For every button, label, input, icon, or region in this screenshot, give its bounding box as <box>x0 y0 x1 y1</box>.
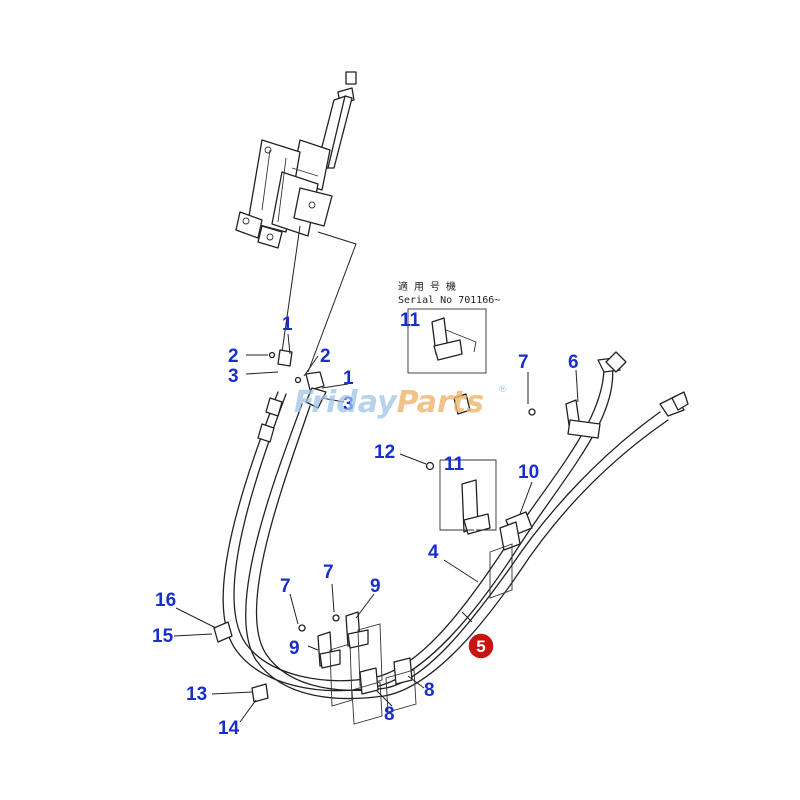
callout-4: 4 <box>428 542 439 563</box>
callout-1-upper: 1 <box>282 314 293 335</box>
callout-5-highlight: 5 <box>476 637 485 656</box>
watermark-registered-mark: ® <box>498 385 507 395</box>
upper-fittings <box>268 349 327 409</box>
item-11-box <box>439 459 497 531</box>
lower-fittings <box>213 621 269 703</box>
callout-12: 12 <box>374 442 395 463</box>
callout-3-left: 3 <box>228 366 239 387</box>
callout-15: 15 <box>152 626 174 647</box>
callout-13: 13 <box>186 684 207 705</box>
callout-8-right: 8 <box>424 680 435 701</box>
callout-9-left: 9 <box>289 638 300 659</box>
callout-14: 14 <box>218 718 240 739</box>
callout-2-left: 2 <box>228 346 239 367</box>
lower-brackets-item-9 <box>298 611 383 707</box>
callout-2-right: 2 <box>320 346 331 367</box>
leader-lines <box>173 333 579 723</box>
control-valve-assembly <box>235 71 357 249</box>
watermark-part2: Parts <box>397 385 484 420</box>
callout-7-left: 7 <box>280 576 291 597</box>
callout-6: 6 <box>568 352 579 373</box>
watermark-logo: FridayParts ® <box>294 385 507 420</box>
highlight-circle <box>467 632 495 660</box>
center-small-clip <box>453 393 471 415</box>
bracket-item-6 <box>528 399 601 439</box>
watermark-part1: Friday <box>294 385 398 420</box>
callout-11-lower: 11 <box>444 454 465 475</box>
inset-frame <box>407 308 487 374</box>
callout-16: 16 <box>155 590 176 611</box>
watermark-text: FridayParts <box>294 385 484 420</box>
callout-1-right: 1 <box>343 368 354 389</box>
callout-numbers: 1 2 3 2 1 3 4 6 7 7 7 8 8 9 9 10 11 11 1… <box>152 310 579 739</box>
callout-9-right: 9 <box>370 576 381 597</box>
callout-10: 10 <box>518 462 539 483</box>
serial-label-number: Serial No 701166~ <box>398 295 500 306</box>
callout-3-right: 3 <box>343 394 354 415</box>
serial-inset: 適 用 号 機 Serial No 701166~ <box>398 280 500 374</box>
clamp-item-10 <box>489 511 533 599</box>
callout-8-lower: 8 <box>384 704 395 725</box>
port-leader-right <box>307 231 357 373</box>
serial-label-jp: 適 用 号 機 <box>398 280 456 293</box>
clamp-item-11-lower <box>425 461 491 535</box>
highlight-item-5: 5 <box>467 632 495 660</box>
callout-7-upper: 7 <box>518 352 529 373</box>
port-leader-left <box>281 225 301 353</box>
callout-11-inset: 11 <box>400 310 421 331</box>
callout-7-center: 7 <box>323 562 334 583</box>
